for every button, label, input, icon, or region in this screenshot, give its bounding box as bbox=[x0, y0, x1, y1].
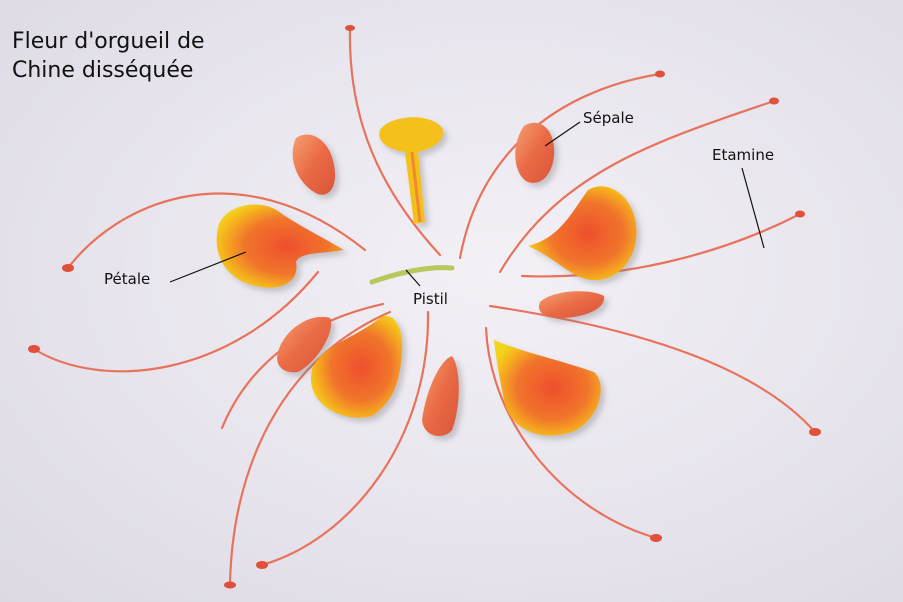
figure-title: Fleur d'orgueil de Chine disséquée bbox=[12, 27, 205, 85]
stamen-filament bbox=[484, 326, 658, 540]
petal bbox=[216, 204, 344, 288]
stamen-filament bbox=[66, 192, 367, 270]
petal bbox=[528, 186, 637, 281]
petal bbox=[310, 315, 403, 418]
stamen-filament bbox=[32, 270, 320, 373]
sepal bbox=[277, 316, 332, 373]
stamen-filament bbox=[498, 99, 776, 274]
stamen-filament bbox=[348, 26, 442, 257]
stamen-filament bbox=[520, 212, 802, 278]
petal bbox=[494, 340, 601, 436]
anther bbox=[809, 428, 821, 436]
anthers bbox=[28, 25, 821, 589]
anther bbox=[62, 264, 74, 272]
anther bbox=[345, 25, 355, 31]
anther bbox=[650, 534, 662, 542]
label-leaders bbox=[169, 121, 765, 287]
title-line-1: Fleur d'orgueil de bbox=[12, 29, 205, 54]
sepal bbox=[538, 291, 605, 318]
title-line-2: Chine disséquée bbox=[12, 58, 194, 83]
leader-etamine bbox=[741, 167, 765, 249]
leader-petale bbox=[169, 251, 247, 283]
pistil bbox=[369, 265, 455, 285]
stamens bbox=[32, 26, 817, 587]
sepal bbox=[515, 122, 555, 183]
sepals bbox=[277, 122, 605, 436]
anther bbox=[769, 97, 779, 105]
anther bbox=[795, 210, 805, 218]
label-etamine: Etamine bbox=[712, 146, 775, 164]
leader-sepale bbox=[544, 121, 581, 147]
petals bbox=[216, 186, 637, 436]
anther bbox=[256, 561, 268, 569]
label-pistil: Pistil bbox=[413, 290, 448, 308]
anther bbox=[28, 345, 40, 353]
leader-pistil bbox=[405, 269, 421, 287]
stalked-petal bbox=[379, 117, 444, 224]
label-sepale: Sépale bbox=[583, 109, 634, 127]
anther bbox=[655, 70, 665, 78]
sepal bbox=[422, 356, 459, 436]
anther bbox=[224, 581, 236, 589]
stamen-filament bbox=[228, 310, 392, 587]
label-petale: Pétale bbox=[104, 270, 151, 288]
stamen-filament bbox=[260, 310, 430, 567]
sepal bbox=[292, 134, 336, 195]
